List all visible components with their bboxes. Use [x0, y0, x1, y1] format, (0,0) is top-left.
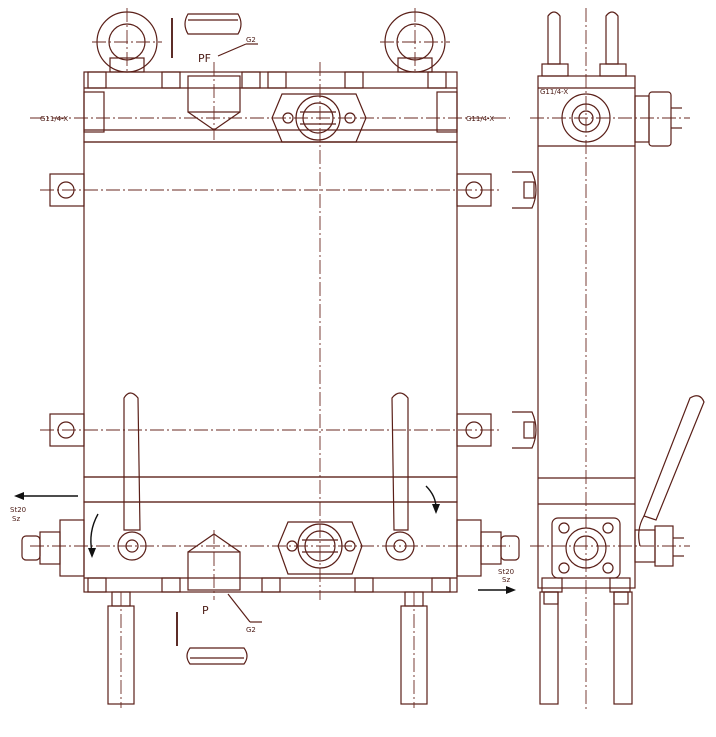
- legs-front: [107, 591, 428, 708]
- label-g2-bottom: G2: [246, 626, 256, 634]
- label-p: P: [202, 604, 209, 617]
- front-view: PF G2 G11/4-X G11/4-X P G2 St20 Sz St20 …: [10, 8, 520, 708]
- mounting-lugs: [49, 173, 492, 447]
- side-bracket-bottom: [512, 411, 537, 449]
- bottom-plug-cap: [186, 647, 248, 665]
- lifting-eye-right: [380, 8, 450, 73]
- label-st20-left: St20: [10, 506, 26, 514]
- plate-body: [83, 141, 458, 478]
- label-sz-left: Sz: [12, 515, 20, 523]
- clamp-handle-right: [385, 392, 415, 561]
- side-bracket-top: [512, 171, 537, 209]
- label-st20-right: St20: [498, 568, 514, 576]
- side-lever: [634, 395, 705, 567]
- top-header: [30, 62, 510, 143]
- label-g2-top: G2: [246, 36, 256, 44]
- side-bottom-flange: [551, 517, 621, 579]
- side-view: G11/4-X: [512, 8, 705, 712]
- label-g114-right: G11/4-X: [466, 115, 494, 123]
- side-lifting-eyes: [541, 11, 627, 77]
- legs-side: [539, 577, 633, 705]
- label-g114-left: G11/4-X: [40, 115, 68, 123]
- label-pf: PF: [198, 52, 211, 65]
- bottom-header: [21, 476, 520, 600]
- top-plug-cap: [184, 13, 242, 35]
- label-sz-right: Sz: [502, 576, 510, 584]
- lifting-eye-left: [92, 8, 162, 73]
- side-top-port: [561, 91, 682, 147]
- clamp-handle-left: [117, 392, 147, 561]
- side-body: [537, 75, 636, 589]
- label-g114-side: G11/4-X: [540, 88, 568, 96]
